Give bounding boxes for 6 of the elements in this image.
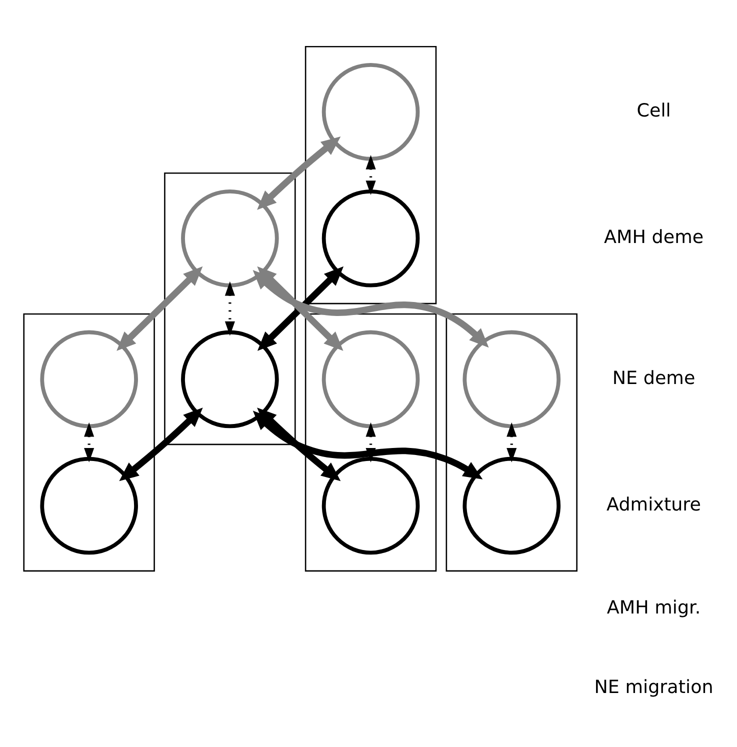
legend-label: AMH migr. [606,597,701,618]
legend-label: AMH deme [604,226,704,248]
legend-label: Cell [636,100,671,122]
legend-label: NE migration [594,676,714,698]
legend-label: NE deme [612,368,696,389]
legend-label: Admixture [606,494,702,516]
